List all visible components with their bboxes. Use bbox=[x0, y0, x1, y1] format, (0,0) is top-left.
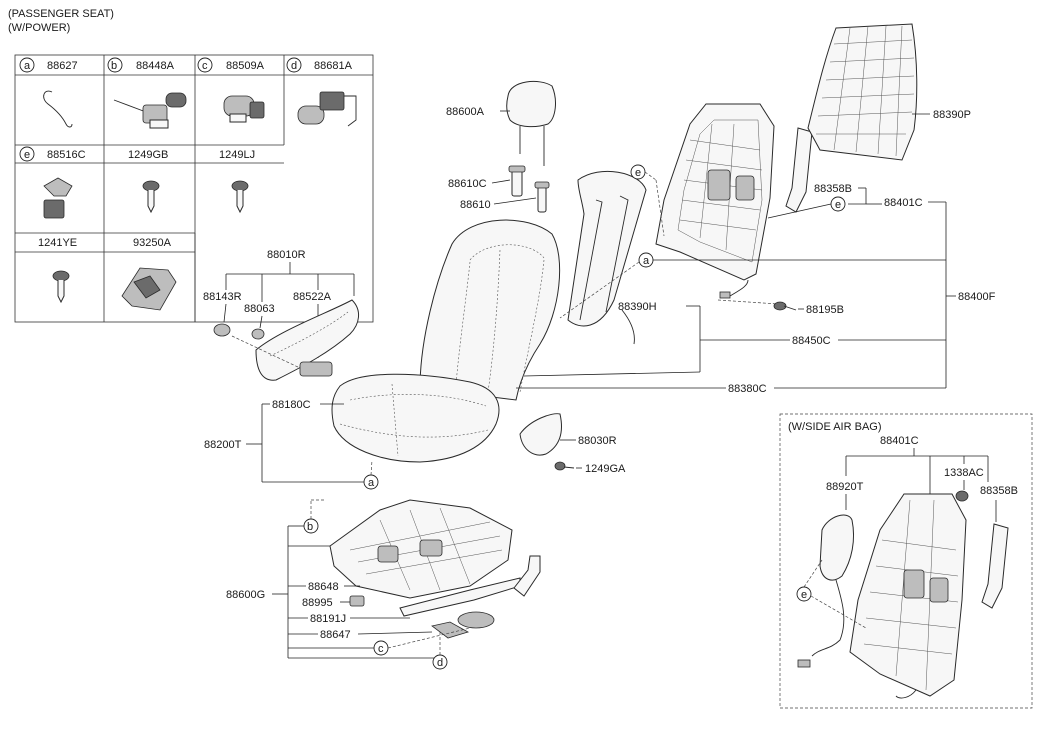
callout-88390H: 88390H bbox=[618, 301, 657, 313]
airbag-callout-88401C: 88401C bbox=[880, 435, 919, 447]
side-cover-88010R bbox=[255, 299, 359, 381]
nut-1338AC bbox=[955, 490, 969, 502]
legend-cell-1249LJ: 1249LJ bbox=[219, 149, 255, 214]
knob-88063 bbox=[251, 328, 265, 340]
airbag-bracket-88358B bbox=[981, 523, 1009, 609]
callout-88400F: 88400F bbox=[958, 291, 996, 303]
legend-letter-c: c bbox=[202, 60, 208, 72]
airbag-callout-88358B: 88358B bbox=[980, 485, 1018, 497]
marker-e-top: e bbox=[635, 167, 641, 179]
screw-icon bbox=[52, 270, 70, 304]
legend-part-88448A: 88448A bbox=[136, 60, 175, 72]
switch-icon bbox=[121, 267, 177, 311]
headrest bbox=[506, 80, 556, 166]
legend-letter-a: a bbox=[24, 60, 31, 72]
seat-back-board bbox=[807, 23, 918, 161]
callout-88143R: 88143R bbox=[203, 291, 242, 303]
switch-88522A bbox=[299, 361, 333, 377]
legend-part-88681A: 88681A bbox=[314, 60, 353, 72]
marker-e-airbag: e bbox=[801, 589, 807, 601]
callout-88200T: 88200T bbox=[204, 439, 242, 451]
callout-88600A: 88600A bbox=[446, 106, 485, 118]
legend-part-93250A: 93250A bbox=[133, 237, 172, 249]
callout-88030R: 88030R bbox=[578, 435, 617, 447]
airbag-module-88920T bbox=[797, 514, 855, 668]
marker-a-back: a bbox=[643, 255, 650, 267]
legend-cell-1241YE: 1241YE bbox=[38, 237, 77, 304]
parts-legend-table bbox=[14, 54, 374, 323]
callout-88450C: 88450C bbox=[792, 335, 831, 347]
legend-part-88509A: 88509A bbox=[226, 60, 265, 72]
callout-88610C: 88610C bbox=[448, 178, 487, 190]
legend-cell-1249GB: 1249GB bbox=[128, 149, 168, 214]
harness-connector bbox=[719, 279, 749, 299]
header-line-2: (W/POWER) bbox=[8, 22, 70, 34]
legend-cell-b: b 88448A bbox=[107, 57, 187, 129]
connector-clip-icon bbox=[43, 177, 73, 219]
callout-88195B: 88195B bbox=[806, 304, 844, 316]
callout-88358B: 88358B bbox=[814, 183, 852, 195]
legend-part-1249GB: 1249GB bbox=[128, 149, 168, 161]
height-lever bbox=[513, 555, 541, 597]
airbag-box-title: (W/SIDE AIR BAG) bbox=[788, 421, 882, 433]
callout-88180C: 88180C bbox=[272, 399, 311, 411]
marker-e-right: e bbox=[835, 199, 841, 211]
header-line-1: (PASSENGER SEAT) bbox=[8, 8, 114, 20]
callout-88648: 88648 bbox=[308, 581, 339, 593]
headrest-guide-88610C bbox=[508, 165, 526, 197]
marker-b-frame: b bbox=[307, 521, 313, 533]
cover-88995 bbox=[349, 595, 365, 607]
legend-cell-93250A: 93250A bbox=[121, 237, 177, 311]
airbag-callout-88920T: 88920T bbox=[826, 481, 864, 493]
headrest-guide-88610 bbox=[534, 181, 550, 213]
seat-back-frame bbox=[655, 103, 775, 281]
legend-cell-a: a 88627 bbox=[19, 57, 78, 128]
screw-icon bbox=[142, 180, 160, 214]
legend-part-88627: 88627 bbox=[47, 60, 78, 72]
airbag-callout-1338AC: 1338AC bbox=[944, 467, 984, 479]
knob-88143R bbox=[213, 323, 231, 337]
marker-d-frame: d bbox=[437, 657, 443, 669]
screw-1249GA bbox=[554, 461, 575, 471]
airbag-seat-back-frame bbox=[849, 493, 967, 699]
bolt-88195B bbox=[773, 301, 797, 311]
screw-icon bbox=[231, 180, 249, 214]
small-motor-icon bbox=[223, 95, 265, 123]
callout-88600G: 88600G bbox=[226, 589, 265, 601]
callout-88647: 88647 bbox=[320, 629, 351, 641]
legend-part-1249LJ: 1249LJ bbox=[219, 149, 255, 161]
legend-part-88516C: 88516C bbox=[47, 149, 86, 161]
legend-cell-e: e 88516C bbox=[19, 146, 86, 219]
callout-88380C: 88380C bbox=[728, 383, 767, 395]
seat-cushion bbox=[331, 373, 500, 463]
legend-letter-d: d bbox=[291, 60, 297, 72]
callout-88010R: 88010R bbox=[267, 249, 306, 261]
callout-88995: 88995 bbox=[302, 597, 333, 609]
legend-cell-d: d 88681A bbox=[286, 57, 357, 127]
hook-wire-icon bbox=[43, 90, 73, 128]
motor-covers bbox=[431, 611, 495, 639]
legend-letter-b: b bbox=[111, 60, 117, 72]
callout-88522A: 88522A bbox=[293, 291, 332, 303]
marker-c-frame: c bbox=[378, 643, 384, 655]
callout-1249GA: 1249GA bbox=[585, 463, 626, 475]
side-bracket-88358B bbox=[785, 127, 813, 213]
motor-gear-icon bbox=[113, 92, 187, 129]
callout-88401C: 88401C bbox=[884, 197, 923, 209]
seat-back-cover bbox=[419, 219, 561, 401]
motor-bracket-icon bbox=[297, 91, 357, 127]
seat-back-pad bbox=[567, 170, 647, 345]
marker-a-cushion: a bbox=[368, 477, 375, 489]
callout-88063: 88063 bbox=[244, 303, 275, 315]
legend-cell-c: c 88509A bbox=[197, 57, 265, 123]
side-shield-88030R bbox=[519, 413, 562, 456]
callout-88610: 88610 bbox=[460, 199, 491, 211]
callout-88390P: 88390P bbox=[933, 109, 971, 121]
callout-88191J: 88191J bbox=[310, 613, 346, 625]
legend-letter-e: e bbox=[24, 149, 30, 161]
side-airbag-box bbox=[779, 413, 1033, 709]
legend-part-1241YE: 1241YE bbox=[38, 237, 77, 249]
